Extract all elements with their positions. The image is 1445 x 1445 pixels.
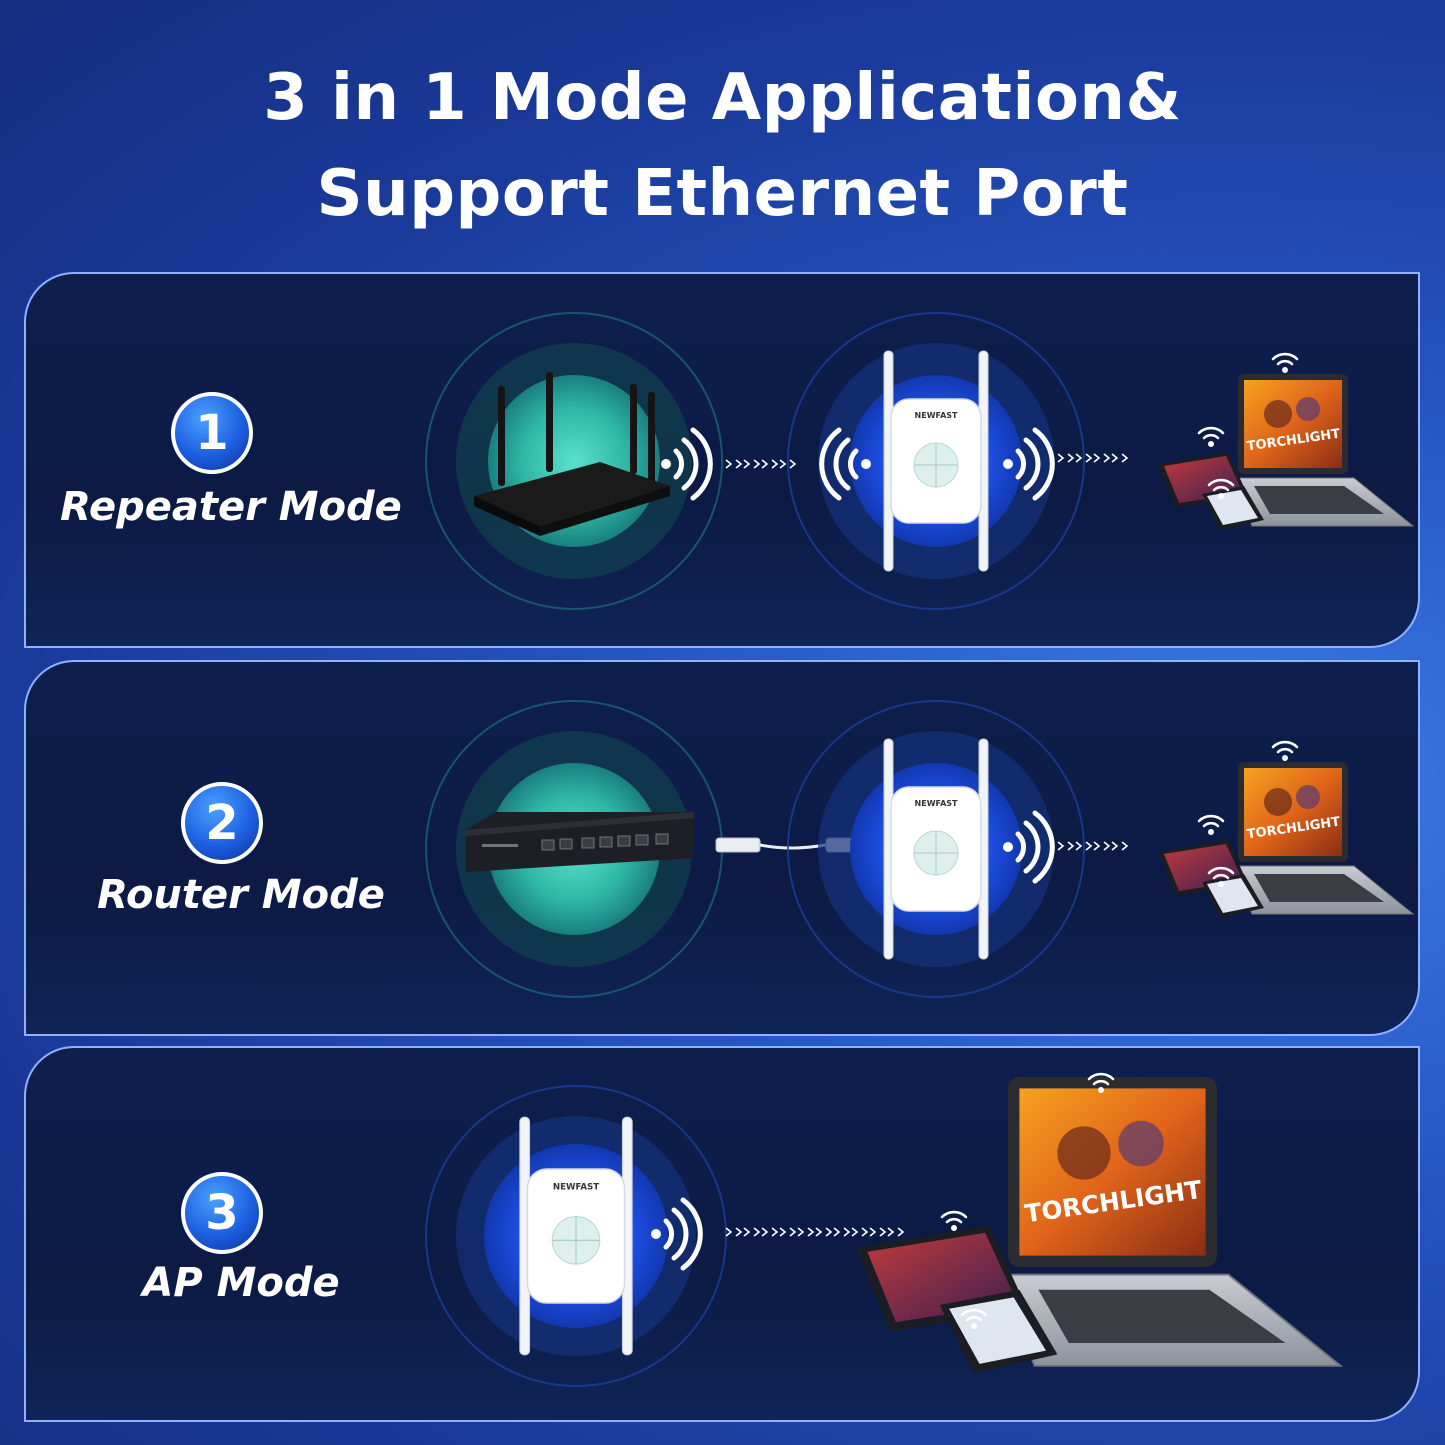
device-brand: NEWFAST (915, 411, 958, 420)
mode-number-badge: 3 (181, 1172, 263, 1254)
wifi-icon (1197, 814, 1225, 837)
extender-icon: NEWFAST (883, 350, 989, 572)
title-line-2: Support Ethernet Port (316, 157, 1129, 231)
modem-switch-icon (466, 812, 694, 872)
mode-label: AP Mode (142, 1260, 340, 1306)
signal-arrow (1057, 453, 1128, 463)
mode-label: Router Mode (97, 872, 385, 918)
router-mode-diagram: NEWFAST TORCHLIGHT (425, 700, 1414, 998)
ap-mode-diagram: NEWFAST TORCHLIGHT (425, 1072, 1342, 1387)
signal-arrow (1057, 841, 1128, 851)
client-devices-icon: TORCHLIGHT (855, 1076, 1342, 1375)
router-mode-panel: 2 Router Mode (24, 660, 1420, 1036)
wifi-icon (940, 1210, 968, 1233)
client-devices-icon: TORCHLIGHT (1157, 761, 1414, 919)
repeater-mode-diagram: NEWFAST TORCHLIGHT (425, 312, 1414, 610)
wifi-icon (1197, 426, 1225, 449)
mode-number-badge: 1 (171, 392, 253, 474)
page-title: 3 in 1 Mode Application& Support Etherne… (0, 50, 1445, 242)
signal-arrow (725, 459, 796, 469)
mode-label: Repeater Mode (60, 484, 402, 530)
mode-number-badge: 2 (181, 782, 263, 864)
wifi-router-icon (474, 372, 670, 536)
repeater-mode-panel: 1 Repeater Mode (24, 272, 1420, 648)
title-line-1: 3 in 1 Mode Application& (263, 61, 1182, 135)
device-brand: NEWFAST (553, 1183, 599, 1193)
extender-icon: NEWFAST (883, 738, 989, 960)
ap-mode-panel: 3 AP Mode NEWFAST TORCHLIGHT (24, 1046, 1420, 1422)
extender-icon: NEWFAST (519, 1116, 633, 1356)
signal-arrow (725, 1227, 904, 1237)
source-glow (425, 312, 723, 610)
client-devices-icon: TORCHLIGHT (1157, 373, 1414, 531)
wifi-icon (1271, 352, 1299, 375)
wifi-icon (1271, 740, 1299, 763)
device-brand: NEWFAST (915, 799, 958, 808)
